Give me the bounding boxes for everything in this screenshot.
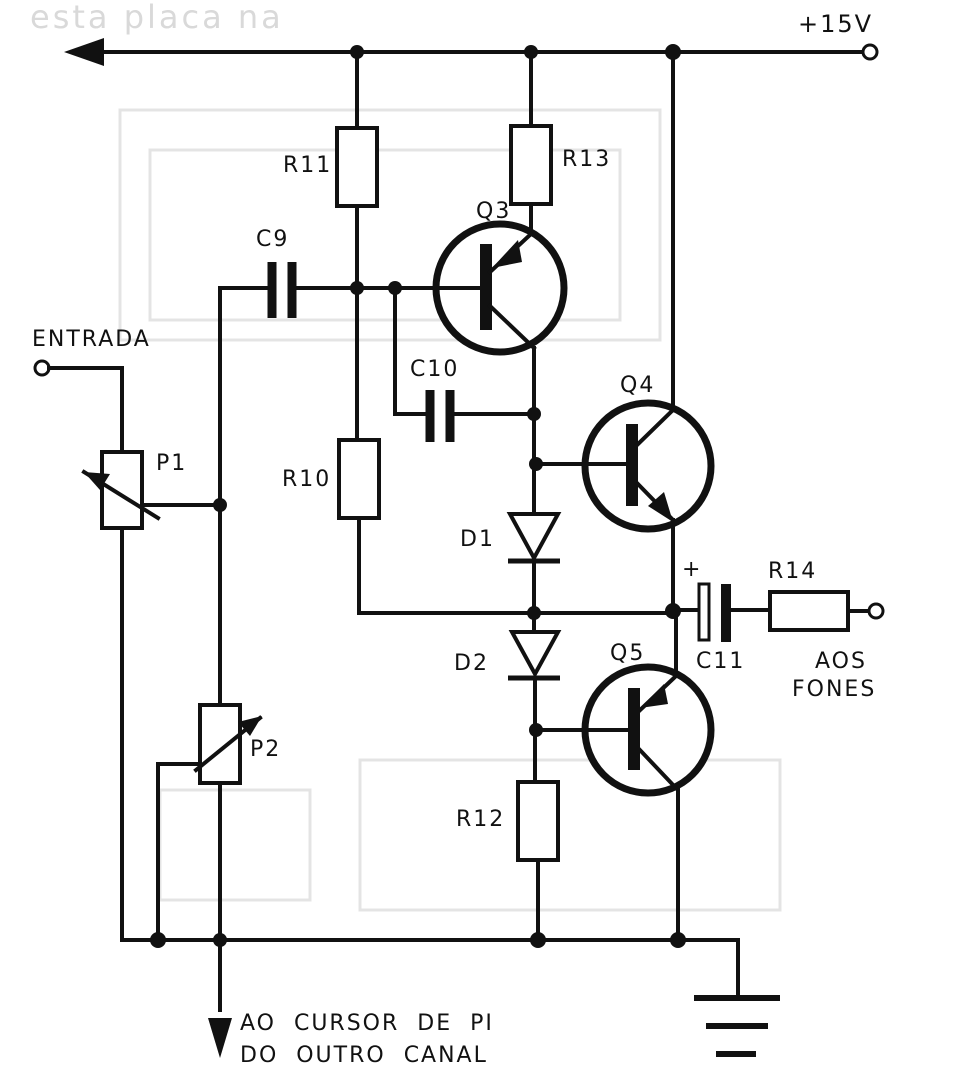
input-label: ENTRADA (32, 327, 151, 352)
q3-transistor: Q3 (432, 199, 568, 416)
arrow-left-icon (64, 38, 104, 66)
c11-polarity: + (682, 557, 702, 582)
r14-label: R14 (768, 559, 817, 584)
r11-resistor: R11 (283, 50, 379, 287)
r13-label: R13 (562, 147, 611, 172)
other-channel-line-1: AO CURSOR DE PI (240, 1011, 494, 1036)
background-show-through: esta placa na (30, 0, 782, 912)
c10-label: C10 (410, 357, 459, 382)
q3-label: Q3 (476, 199, 511, 224)
c10-capacitor: C10 (393, 286, 536, 442)
d1-diode: D1 (460, 512, 562, 634)
p1-label: P1 (156, 451, 187, 476)
r10-resistor: R10 (282, 286, 381, 615)
output-label-2: FONES (792, 677, 876, 702)
p1-wiper-arrow-icon (84, 472, 110, 490)
other-channel-line-2: DO OUTRO CANAL (240, 1043, 488, 1068)
p2-potentiometer: P2 AO CURSOR DE PI DO OUTRO CANAL (156, 503, 494, 1068)
c9-capacitor: C9 (218, 227, 359, 502)
r11-label: R11 (283, 153, 332, 178)
p2-label: P2 (250, 737, 281, 762)
q5-transistor: Q5 (581, 641, 715, 797)
input-terminal (33, 359, 51, 377)
r12-resistor: R12 (456, 780, 560, 942)
output-terminal (867, 602, 885, 620)
q5-label: Q5 (610, 641, 645, 666)
supply-rail: +15V (64, 10, 879, 66)
r10-label: R10 (282, 467, 331, 492)
p2-wiper-arrow-icon (238, 716, 262, 736)
supply-terminal (861, 43, 879, 61)
c11-capacitor: + C11 (674, 557, 772, 674)
q4-transistor: Q4 (581, 373, 715, 533)
d2-diode: D2 (454, 630, 562, 784)
output-label-1: AOS (815, 649, 867, 674)
p1-potentiometer: ENTRADA P1 (32, 327, 222, 940)
q4-label: Q4 (620, 373, 655, 398)
r13-resistor: R13 (509, 50, 611, 236)
c9-label: C9 (256, 227, 289, 252)
supply-label: +15V (798, 10, 873, 38)
r12-label: R12 (456, 807, 505, 832)
d2-label: D2 (454, 651, 489, 676)
junction-dots (150, 44, 686, 948)
arrow-down-icon (208, 1018, 232, 1058)
c11-label: C11 (696, 649, 745, 674)
r14-resistor: R14 AOS FONES (768, 559, 885, 702)
d1-label: D1 (460, 527, 495, 552)
header-text: esta placa na (30, 0, 284, 36)
